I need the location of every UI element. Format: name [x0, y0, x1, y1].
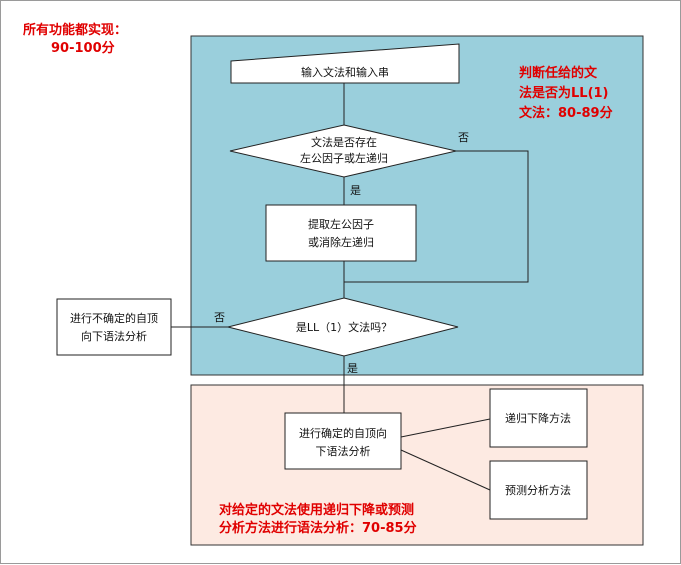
det-process	[284, 412, 402, 470]
extract-process	[265, 204, 417, 262]
ll1-judge-label-3: 文法：80-89分	[519, 105, 613, 121]
extract-process-label-2: 或消除左递归	[308, 235, 374, 249]
predictive-node	[489, 460, 588, 520]
ll1-decision	[227, 297, 459, 357]
all-features-label: 所有功能都实现：	[23, 22, 127, 38]
check-decision	[229, 124, 457, 178]
ll1-judge-label-1: 判断任给的文	[519, 65, 598, 81]
ll1-decision-label: 是LL（1）文法吗？	[296, 320, 392, 334]
ll1-yes-label: 是	[347, 362, 358, 375]
recursive-node-label: 递归下降方法	[505, 411, 571, 425]
rd-analysis-label-1: 对给定的文法使用递归下降或预测	[219, 502, 414, 518]
check-no-label: 否	[458, 131, 469, 144]
det-process-label-2: 下语法分析	[316, 444, 371, 458]
input-node	[230, 43, 460, 84]
det-process-label-1: 进行确定的自顶向	[299, 426, 387, 440]
extract-process-label-1: 提取左公因子	[308, 218, 374, 231]
nondet-process-label-2: 向下语法分析	[81, 329, 147, 343]
nondet-process	[56, 298, 172, 356]
ll1-no-label: 否	[214, 311, 225, 324]
connectors	[171, 83, 529, 491]
ll1-judge-label-2: 法是否为LL(1)	[519, 85, 609, 101]
check-decision-label-2: 左公因子或左递归	[300, 151, 388, 165]
edge-det-to-recursive	[400, 418, 491, 438]
edge-det-to-predictive	[400, 449, 491, 491]
predictive-node-label: 预测分析方法	[505, 483, 571, 497]
input-node-label: 输入文法和输入串	[301, 65, 389, 79]
check-decision-label-1: 文法是否存在	[311, 135, 377, 149]
check-yes-label: 是	[350, 184, 361, 197]
nondet-process-label-1: 进行不确定的自顶	[70, 311, 158, 325]
recursive-node	[489, 388, 588, 448]
rd-analysis-label-2: 分析方法进行语法分析：70-85分	[219, 520, 417, 536]
all-features-score: 90-100分	[51, 40, 115, 56]
edge-check-no	[344, 150, 529, 283]
